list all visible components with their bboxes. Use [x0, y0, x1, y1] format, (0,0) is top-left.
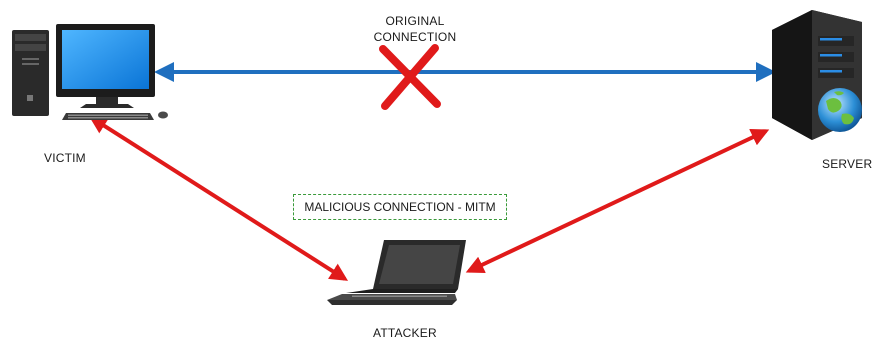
original-connection-label: ORIGINAL CONNECTION — [360, 13, 470, 45]
server-tower-with-globe-icon — [772, 10, 862, 140]
laptop-icon — [327, 240, 466, 305]
server-label: SERVER — [822, 157, 873, 171]
malicious-connection-label: MALICIOUS CONNECTION - MITM — [293, 194, 507, 220]
original-connection-label-line1: ORIGINAL — [385, 14, 445, 28]
red-x-icon — [379, 44, 441, 110]
victim-label: VICTIM — [44, 151, 86, 165]
desktop-computer-icon — [12, 24, 168, 120]
attacker-label: ATTACKER — [373, 326, 437, 340]
victim-attacker-arrow — [88, 116, 349, 281]
original-connection-label-line2: CONNECTION — [373, 30, 457, 44]
attacker-server-arrow — [465, 128, 770, 274]
